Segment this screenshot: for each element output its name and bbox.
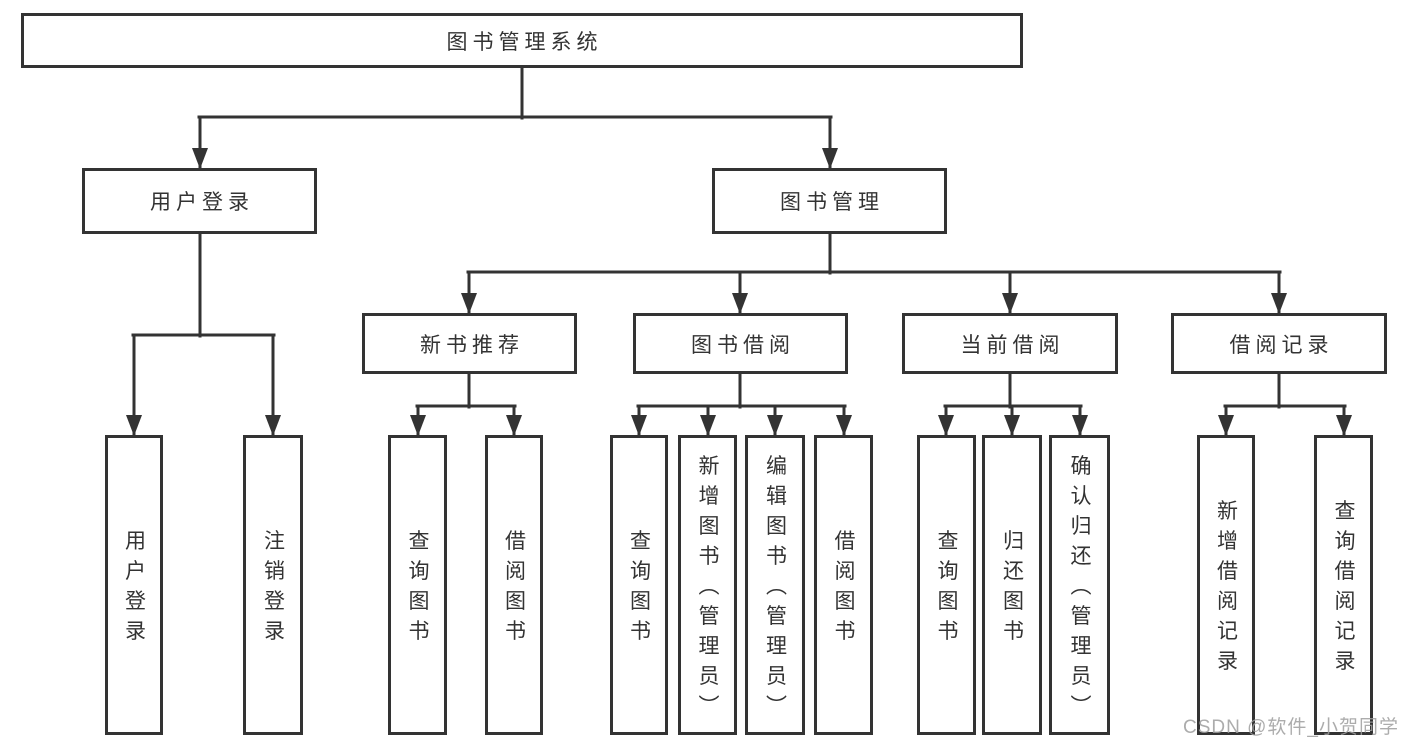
node-library-system: 图书管理系统 xyxy=(21,13,1023,68)
node-edit-books-admin-label: 编辑图书（管理员） xyxy=(763,454,787,725)
node-query-books-recommend: 查询图书 xyxy=(388,435,447,735)
node-query-borrow-record-label: 查询借阅记录 xyxy=(1332,499,1355,680)
node-confirm-return-admin-label: 确认归还（管理员） xyxy=(1068,454,1091,725)
node-query-borrow-record: 查询借阅记录 xyxy=(1314,435,1373,735)
node-query-books-current: 查询图书 xyxy=(917,435,976,735)
node-new-book-recommend: 新书推荐 xyxy=(362,313,577,374)
node-logout: 注销登录 xyxy=(243,435,303,735)
node-borrow-books-borrowing: 借阅图书 xyxy=(814,435,873,735)
branch-segments xyxy=(131,65,1347,409)
node-borrowing-records-label: 借阅记录 xyxy=(1229,333,1334,357)
node-book-management: 图书管理 xyxy=(712,168,947,234)
node-book-borrowing-label: 图书借阅 xyxy=(691,333,795,357)
node-confirm-return-admin: 确认归还（管理员） xyxy=(1049,435,1110,735)
node-return-books: 归还图书 xyxy=(982,435,1042,735)
node-return-books-label: 归还图书 xyxy=(1000,529,1024,650)
node-borrow-books-recommend: 借阅图书 xyxy=(485,435,543,735)
node-add-borrow-record: 新增借阅记录 xyxy=(1197,435,1255,735)
csdn-watermark: CSDN @软件_小贺同学 xyxy=(1183,717,1399,738)
arrows xyxy=(126,117,1352,436)
node-user-login-leaf-label: 用户登录 xyxy=(122,529,146,650)
node-user-login: 用户登录 xyxy=(82,168,317,234)
node-add-books-admin-label: 新增图书（管理员） xyxy=(696,454,719,725)
node-borrowing-records: 借阅记录 xyxy=(1171,313,1387,374)
node-book-borrowing: 图书借阅 xyxy=(633,313,848,374)
node-new-book-recommend-label: 新书推荐 xyxy=(420,333,524,357)
node-logout-label: 注销登录 xyxy=(261,529,285,650)
node-query-books-borrowing-label: 查询图书 xyxy=(627,529,651,650)
node-borrow-books-recommend-label: 借阅图书 xyxy=(502,529,526,650)
node-add-books-admin: 新增图书（管理员） xyxy=(678,435,737,735)
node-user-login-leaf: 用户登录 xyxy=(105,435,163,735)
node-current-borrowing: 当前借阅 xyxy=(902,313,1118,374)
node-current-borrowing-label: 当前借阅 xyxy=(960,333,1065,357)
node-borrow-books-borrowing-label: 借阅图书 xyxy=(832,529,855,650)
node-query-books-current-label: 查询图书 xyxy=(935,529,958,650)
node-query-books-borrowing: 查询图书 xyxy=(610,435,668,735)
node-book-management-label: 图书管理 xyxy=(780,191,884,214)
node-add-borrow-record-label: 新增借阅记录 xyxy=(1214,499,1238,680)
node-edit-books-admin: 编辑图书（管理员） xyxy=(745,435,805,735)
node-library-system-label: 图书管理系统 xyxy=(446,30,603,54)
node-query-books-recommend-label: 查询图书 xyxy=(406,529,429,650)
node-user-login-label: 用户登录 xyxy=(150,191,254,214)
